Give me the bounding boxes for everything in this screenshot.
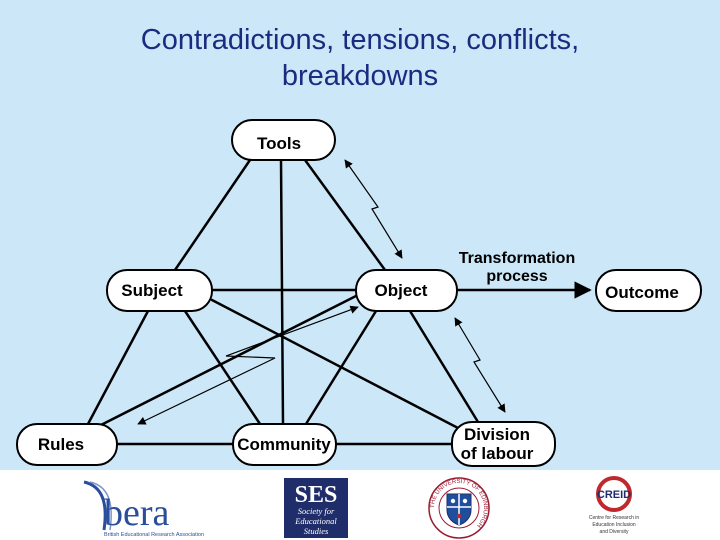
ses-tagline-1: Society for bbox=[298, 506, 335, 516]
node-rules bbox=[16, 423, 118, 466]
node-subject-label: Subject bbox=[121, 281, 183, 300]
creid-wordmark: CREID bbox=[597, 489, 631, 501]
logo-footer: bera British Educational Research Associ… bbox=[0, 470, 720, 540]
creid-caption-1: Centre for Research in bbox=[589, 515, 640, 521]
node-community-label: Community bbox=[237, 435, 331, 454]
contradiction-arrow-tools-object bbox=[344, 159, 403, 259]
bera-caption: British Educational Research Association bbox=[104, 532, 204, 538]
node-rules-label: Rules bbox=[38, 435, 84, 454]
creid-logo: CREID Centre for Research in Education I… bbox=[589, 476, 640, 535]
bera-wordmark: bera bbox=[104, 492, 170, 534]
ses-tagline-3: Studies bbox=[304, 526, 329, 536]
edge-tools-object bbox=[303, 158, 387, 272]
node-outcome-label: Outcome bbox=[605, 283, 679, 302]
edge-tools-subject bbox=[173, 158, 252, 272]
node-subject bbox=[106, 269, 213, 312]
ses-tagline-2: Educational bbox=[294, 516, 337, 526]
slide-title: Contradictions, tensions, conflicts, bre… bbox=[0, 22, 720, 94]
node-tools bbox=[231, 119, 336, 161]
node-division-label-line2: of labour bbox=[461, 444, 534, 463]
edge-object-division bbox=[408, 309, 480, 424]
contradiction-arrow-object-division bbox=[454, 317, 506, 413]
node-division-label-line1: Division bbox=[464, 425, 530, 444]
node-outcome bbox=[595, 269, 702, 312]
transformation-label-line2: process bbox=[486, 268, 547, 285]
node-object bbox=[355, 269, 458, 312]
title-line-2: breakdowns bbox=[281, 60, 439, 92]
creid-caption-3: and Diversity bbox=[600, 529, 629, 535]
node-community bbox=[232, 423, 337, 466]
bera-logo: bera British Educational Research Associ… bbox=[83, 480, 204, 538]
node-division-of-labour bbox=[451, 421, 556, 467]
ses-logo: SES Society for Educational Studies bbox=[284, 478, 348, 538]
edge-subject-community bbox=[183, 309, 262, 426]
university-crest-icon: THE UNIVERSITY OF EDINBURGH bbox=[428, 477, 490, 539]
edge-object-community bbox=[304, 309, 378, 426]
node-tools-label: Tools bbox=[257, 134, 301, 153]
activity-system-diagram: Transformation process Tools Subject Obj… bbox=[16, 119, 702, 467]
title-line-1: Contradictions, tensions, conflicts, bbox=[140, 24, 580, 56]
edge-tools-community bbox=[279, 158, 285, 426]
node-object-label: Object bbox=[375, 281, 428, 300]
creid-caption-2: Education Inclusion bbox=[592, 522, 636, 528]
transformation-label-line1: Transformation bbox=[459, 250, 575, 267]
ses-wordmark: SES bbox=[295, 482, 338, 508]
contradiction-arrow-subject-rules bbox=[137, 305, 359, 425]
